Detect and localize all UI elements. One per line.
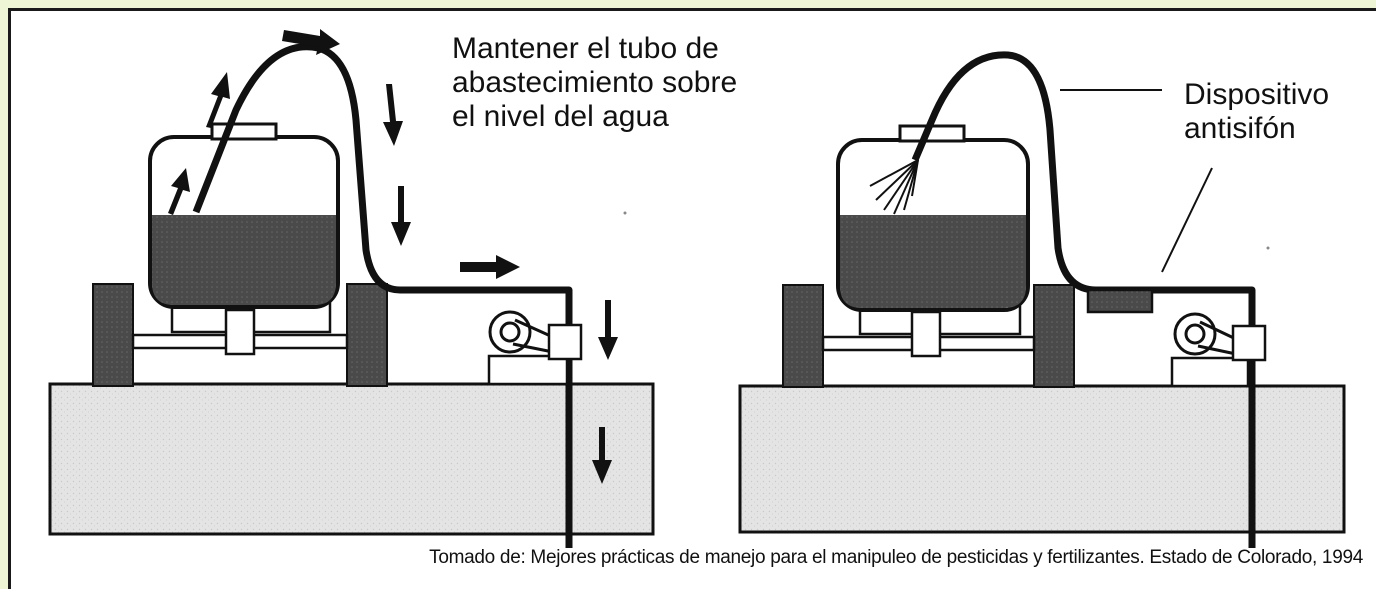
left-tank-liquid <box>152 215 336 305</box>
right-tank-liquid <box>840 215 1026 308</box>
left-front-tire <box>346 283 388 387</box>
left-flow-arrows <box>168 29 618 484</box>
spray-icon <box>869 159 919 215</box>
left-tank-cap <box>210 122 278 141</box>
left-annotation: Mantener el tubo de abastecimiento sobre… <box>452 32 738 133</box>
right-rear-tire <box>782 284 824 388</box>
right-chassis-post <box>910 310 942 358</box>
antisiphon-device <box>1086 288 1154 314</box>
right-annotation: Dispositivo antisifón <box>1184 78 1330 145</box>
right-supply-hose <box>911 51 1256 548</box>
left-panel <box>48 29 655 548</box>
right-panel <box>738 51 1346 548</box>
left-pump-housing <box>547 323 583 361</box>
right-water-basin <box>738 384 1346 534</box>
left-pump-base <box>487 354 569 386</box>
left-chassis-post <box>224 308 256 356</box>
right-pump-base <box>1170 356 1250 388</box>
left-water-basin <box>48 382 655 536</box>
antisiphon-leader-line <box>1161 167 1213 273</box>
left-rear-tire <box>92 283 134 387</box>
right-front-tire <box>1033 284 1075 388</box>
left-supply-hose <box>192 43 573 548</box>
right-pump-housing <box>1231 324 1267 362</box>
source-caption: Tomado de: Mejores prácticas de manejo p… <box>429 547 1363 568</box>
